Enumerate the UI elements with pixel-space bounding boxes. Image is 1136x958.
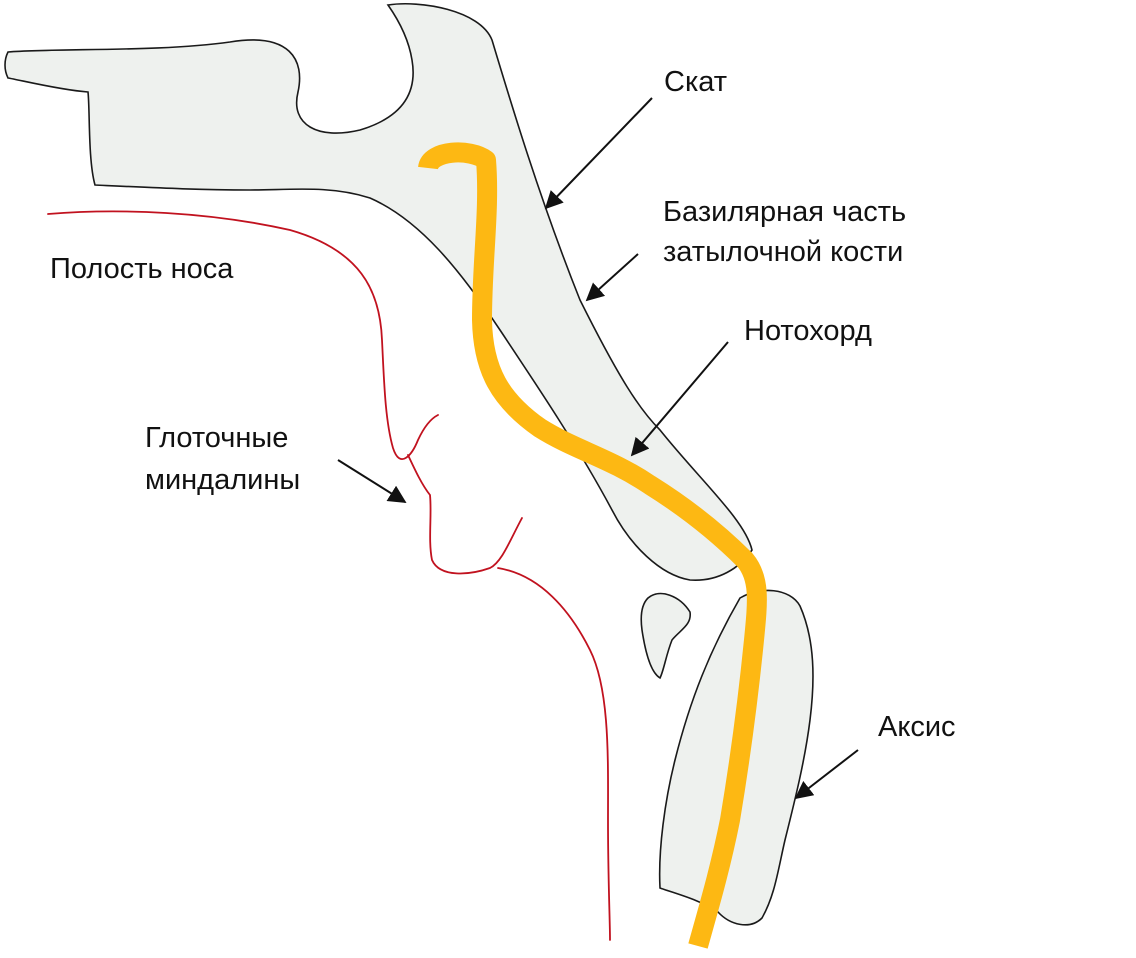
arrow-axis	[794, 749, 859, 800]
label-notochord: Нотохорд	[744, 315, 872, 347]
label-pharyngeal-tonsils-line2: миндалины	[145, 464, 301, 496]
label-nasal-cavity: Полость носа	[50, 253, 234, 285]
skull-base-bone	[4, 2, 753, 581]
arrow-basilar	[585, 253, 639, 302]
arrow-notochord	[630, 341, 729, 457]
label-basilar-part-line1: Базилярная часть	[663, 196, 907, 228]
notochord-line	[418, 142, 767, 949]
arrow-tonsils	[337, 459, 407, 503]
label-pharyngeal-tonsils-line1: Глоточные	[145, 422, 289, 454]
label-clivus: Скат	[664, 66, 728, 98]
atlas-fragment-bone	[640, 592, 691, 680]
pharynx-outline	[47, 210, 611, 941]
label-basilar-part-line2: затылочной кости	[663, 236, 904, 268]
arrow-clivus	[544, 97, 653, 210]
label-axis: Аксис	[878, 711, 956, 743]
